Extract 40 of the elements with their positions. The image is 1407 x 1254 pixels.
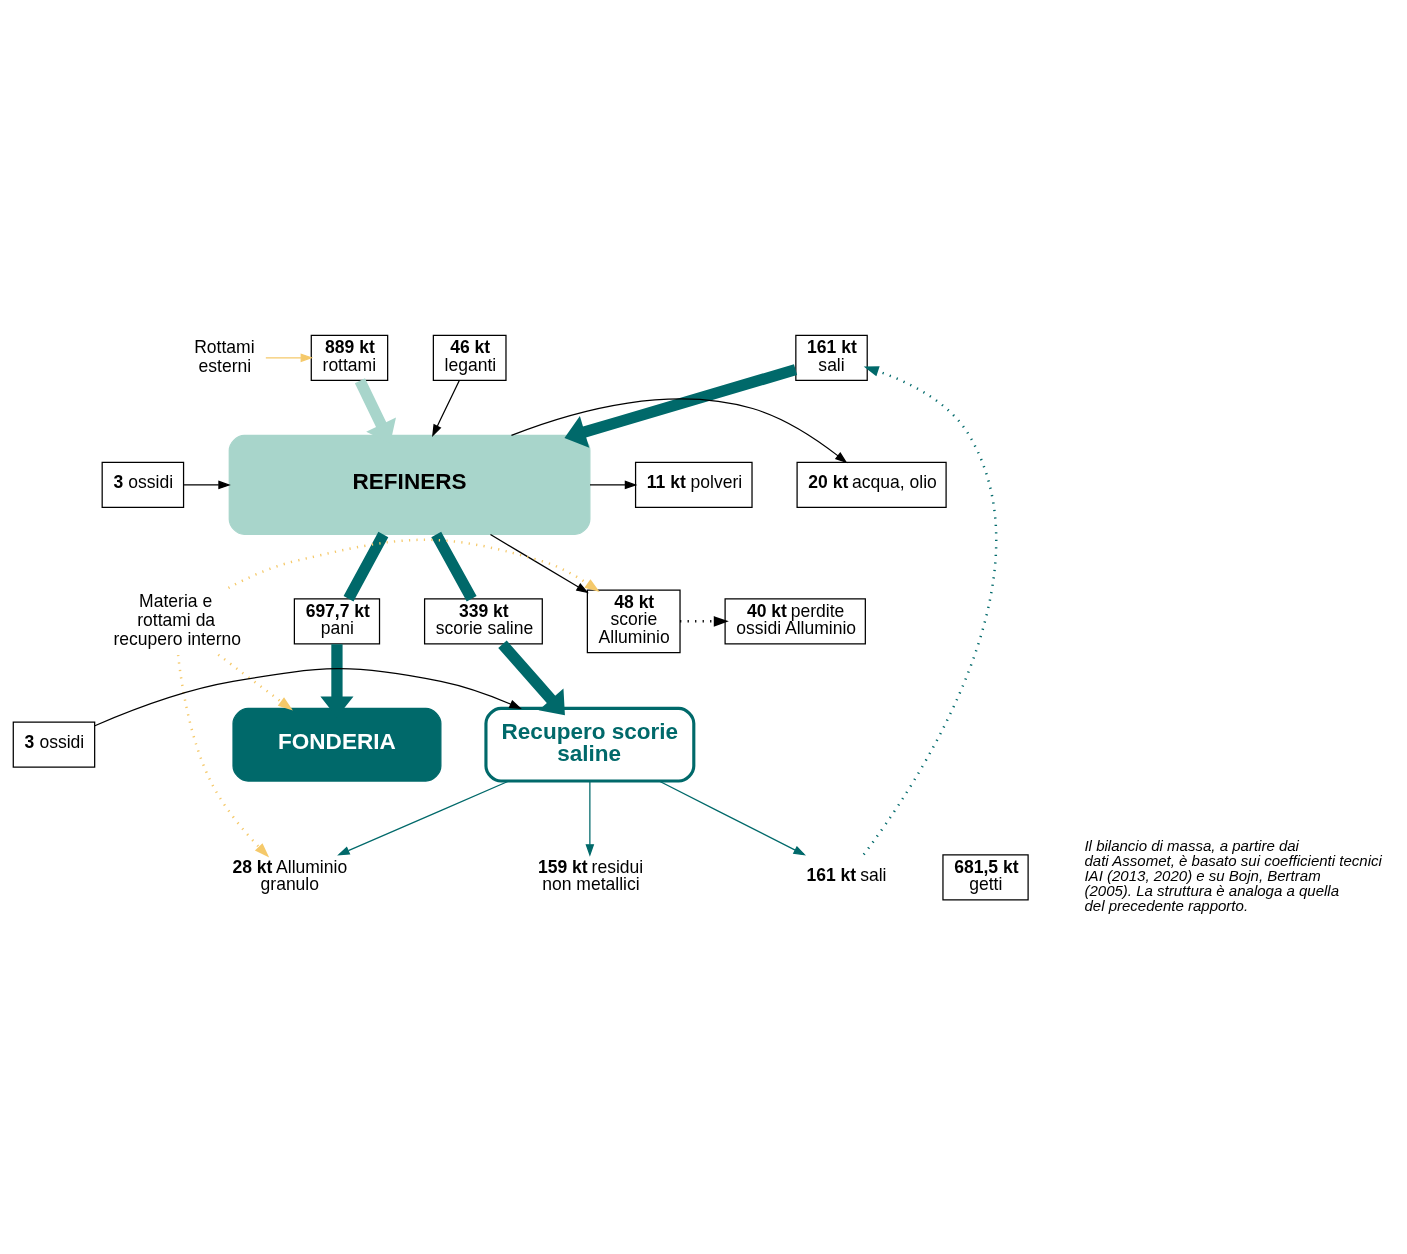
node-box: 48 kt scorie Alluminio [586,589,681,654]
node-box: 3 ossidi [12,721,96,768]
arrow [589,480,638,490]
node-box: 697,7 kt pani [293,598,381,645]
node-text: Rottami esterni [194,337,255,376]
arrow [489,533,589,594]
arrow [337,780,510,856]
node-text: 161 kt sali [806,864,887,885]
label: Il bilancio di massa, a partire dai dati Assomet, è basato sui coefficienti tecnici IAI (2013, 2020) e su Bojn, Bertram (2005). La struttura è analoga a quella del precedente rapporto. [1084,836,1382,914]
node-box: 46 kt leganti [432,334,507,381]
arrow [227,538,600,593]
node-box: 161 kt sali [795,334,868,381]
arrow [176,654,270,858]
node-box: 20 kt acqua, olio [796,461,947,509]
arrow [510,398,848,464]
node-box: 11 kt polveri [634,461,753,509]
node-box: REFINERS [228,434,591,535]
connector [431,531,477,602]
arrow [217,653,293,711]
arrow [862,366,998,856]
arrow [680,616,729,627]
node-box: FONDERIA [232,707,442,782]
arrow [498,640,565,716]
arrow [658,780,806,856]
arrow [265,353,314,363]
arrow [94,668,522,727]
node-text: 28 kt Alluminio granulo [232,856,348,895]
arrow [585,780,595,857]
arrow [432,380,460,438]
node-box: 339 kt scorie saline [423,598,543,645]
node-box: 3 ossidi [101,461,185,509]
node-box: 681,5 kt getti [942,854,1029,901]
node-text: 159 kt residui non metallici [537,856,644,895]
node-text: Materia e rottami da recupero interno [113,591,242,649]
node-box: 40 kt perdite ossidi Alluminio [724,598,866,645]
arrow [183,480,231,490]
node-box: Recupero scorie saline [484,706,696,783]
arrow [564,364,798,448]
connector [343,531,389,602]
node-box: 889 kt rottami [310,334,389,381]
